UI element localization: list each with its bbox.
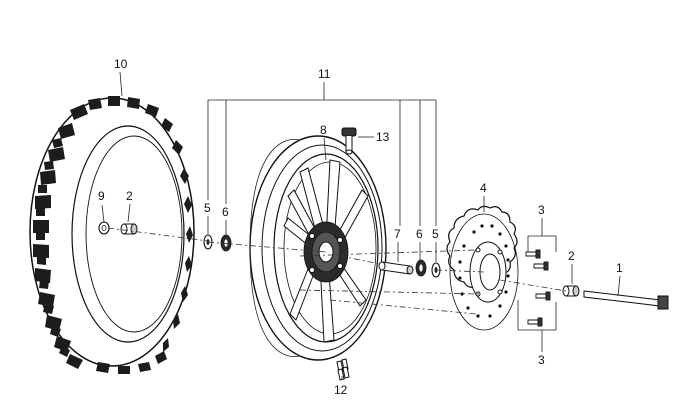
callout-7: 7 (394, 227, 401, 241)
spacer-2-right (562, 285, 580, 297)
callout-4: 4 (480, 181, 487, 195)
callout-2-right: 2 (568, 249, 575, 263)
brake-disc (446, 205, 519, 331)
callout-2-left: 2 (126, 189, 133, 203)
callout-8: 8 (320, 123, 327, 137)
assembly-centerlines (107, 227, 567, 315)
callout-5-left: 5 (204, 201, 211, 215)
disc-bolts (525, 249, 551, 327)
tire-tread (33, 96, 193, 374)
callout-labels: 10 9 2 11 5 6 8 13 7 6 5 4 3 2 1 3 12 (98, 57, 623, 397)
bearing-6-left (220, 234, 232, 252)
balance-weights (336, 358, 350, 381)
callout-1: 1 (616, 261, 623, 275)
callout-3-top: 3 (538, 203, 545, 217)
callout-6-left: 6 (222, 205, 229, 219)
callout-6-right: 6 (416, 227, 423, 241)
callout-9: 9 (98, 189, 105, 203)
leader-lines (101, 71, 621, 380)
callout-3-bottom: 3 (538, 353, 545, 367)
callout-11: 11 (318, 67, 331, 81)
callout-13: 13 (376, 130, 390, 144)
callout-5-right: 5 (432, 227, 439, 241)
nut-9 (98, 221, 110, 235)
axle (583, 290, 669, 310)
callout-10: 10 (114, 57, 128, 71)
spacer-2-left (120, 223, 138, 235)
tire (29, 96, 195, 374)
spacer-7 (378, 261, 414, 275)
valve-stem (341, 127, 357, 155)
callout-12: 12 (334, 383, 348, 397)
bearing-6-right (415, 259, 427, 277)
wheel-rim (249, 135, 387, 361)
